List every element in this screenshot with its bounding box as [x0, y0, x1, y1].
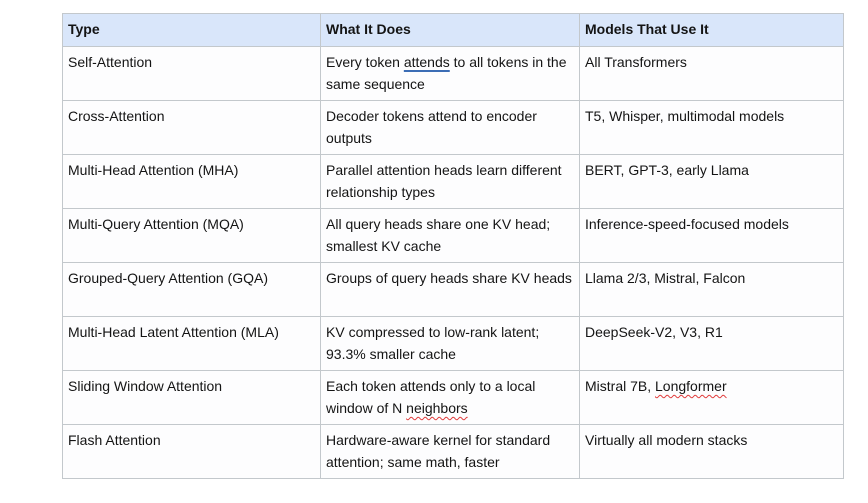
text-segment: BERT, GPT-3, early Llama	[585, 162, 749, 178]
text-segment: KV compressed to low-rank latent; 93.3% …	[326, 324, 540, 362]
text-segment: All query heads share one KV head; small…	[326, 216, 551, 254]
text-segment: Parallel attention heads learn different…	[326, 162, 562, 200]
text-segment: DeepSeek-V2, V3, R1	[585, 324, 723, 340]
type-cell[interactable]: Multi-Head Latent Attention (MLA)	[62, 316, 321, 371]
text-segment: Decoder tokens attend to encoder outputs	[326, 108, 537, 146]
table-row: Multi-Head Attention (MHA)Parallel atten…	[62, 154, 844, 209]
text-segment: to all tokens in the same sequence	[326, 54, 567, 92]
what-it-does-cell[interactable]: Groups of query heads share KV heads	[320, 262, 580, 317]
models-cell[interactable]: T5, Whisper, multimodal models	[579, 100, 844, 155]
models-cell[interactable]: All Transformers	[579, 46, 844, 101]
text-segment: Inference-speed-focused models	[585, 216, 789, 232]
type-cell[interactable]: Cross-Attention	[62, 100, 321, 155]
what-it-does-cell[interactable]: Hardware-aware kernel for standard atten…	[320, 424, 580, 479]
table-row: Multi-Head Latent Attention (MLA)KV comp…	[62, 316, 844, 371]
what-it-does-cell[interactable]: Each token attends only to a local windo…	[320, 370, 580, 425]
what-it-does-cell[interactable]: All query heads share one KV head; small…	[320, 208, 580, 263]
spellcheck-flagged-text: neighbors	[406, 400, 468, 416]
column-header-models: Models That Use It	[579, 13, 844, 47]
type-cell[interactable]: Flash Attention	[62, 424, 321, 479]
text-segment: Mistral 7B,	[585, 378, 656, 394]
text-segment: Every token	[326, 54, 404, 70]
type-cell[interactable]: Grouped-Query Attention (GQA)	[62, 262, 321, 317]
models-cell[interactable]: BERT, GPT-3, early Llama	[579, 154, 844, 209]
models-cell[interactable]: Virtually all modern stacks	[579, 424, 844, 479]
what-it-does-cell[interactable]: Decoder tokens attend to encoder outputs	[320, 100, 580, 155]
text-segment: Each token attends only to a local windo…	[326, 378, 536, 416]
table-row: Multi-Query Attention (MQA)All query hea…	[62, 208, 844, 263]
models-cell[interactable]: DeepSeek-V2, V3, R1	[579, 316, 844, 371]
table-header-row: Type What It Does Models That Use It	[62, 13, 844, 47]
what-it-does-cell[interactable]: Parallel attention heads learn different…	[320, 154, 580, 209]
text-segment: Virtually all modern stacks	[585, 432, 748, 448]
models-cell[interactable]: Mistral 7B, Longformer	[579, 370, 844, 425]
type-cell[interactable]: Multi-Head Attention (MHA)	[62, 154, 321, 209]
column-header-type: Type	[62, 13, 321, 47]
column-header-what: What It Does	[320, 13, 580, 47]
text-segment: All Transformers	[585, 54, 687, 70]
grammar-underlined-text: attends	[403, 54, 450, 70]
text-segment: Groups of query heads share KV heads	[326, 270, 572, 286]
type-cell[interactable]: Sliding Window Attention	[62, 370, 321, 425]
text-segment: Llama 2/3, Mistral, Falcon	[585, 270, 746, 286]
spellcheck-flagged-text: Longformer	[655, 378, 727, 394]
models-cell[interactable]: Inference-speed-focused models	[579, 208, 844, 263]
text-segment: Hardware-aware kernel for standard atten…	[326, 432, 551, 470]
type-cell[interactable]: Multi-Query Attention (MQA)	[62, 208, 321, 263]
what-it-does-cell[interactable]: KV compressed to low-rank latent; 93.3% …	[320, 316, 580, 371]
text-segment: T5, Whisper, multimodal models	[585, 108, 785, 124]
attention-types-table: Type What It Does Models That Use It Sel…	[62, 13, 844, 479]
type-cell[interactable]: Self-Attention	[62, 46, 321, 101]
table-row: Grouped-Query Attention (GQA) Groups of q…	[62, 262, 844, 317]
models-cell[interactable]: Llama 2/3, Mistral, Falcon	[579, 262, 844, 317]
what-it-does-cell[interactable]: Every token attends to all tokens in the…	[320, 46, 580, 101]
